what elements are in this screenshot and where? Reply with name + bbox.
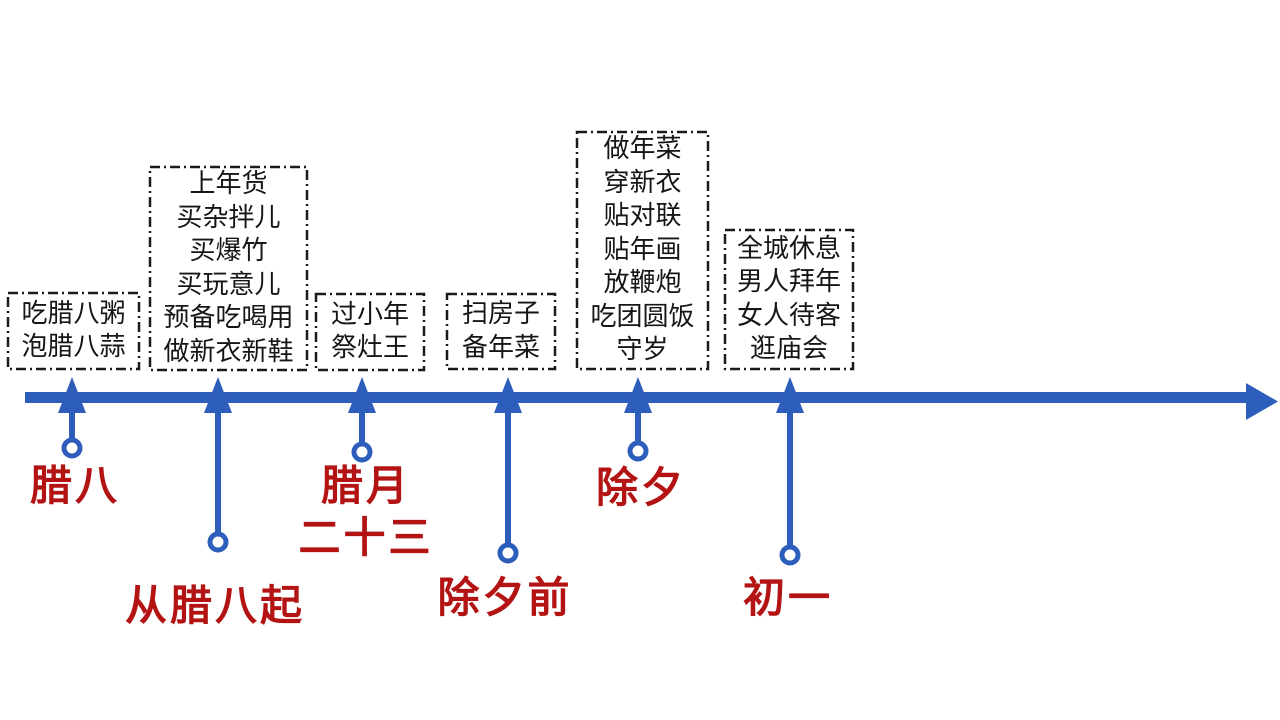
- event-marker-1: [58, 377, 86, 459]
- time-label-5: 除夕: [595, 463, 687, 512]
- marker-circle-icon: [497, 542, 519, 564]
- time-label-3: 腊月 二十三: [298, 461, 434, 562]
- activity-box-5: 做年菜 穿新衣 贴对联 贴年画 放鞭炮 吃团圆饭 守岁: [590, 134, 695, 366]
- activity-box-border-6: [723, 228, 855, 371]
- marker-up-arrow-icon: [204, 377, 232, 413]
- activity-box-1: 吃腊八粥 泡腊八蒜: [21, 298, 126, 363]
- activity-box-border-3: [314, 292, 426, 372]
- activity-box-3: 过小年 祭灶王: [330, 299, 409, 364]
- time-label-1: 腊八: [29, 461, 121, 510]
- marker-up-arrow-icon: [348, 377, 376, 413]
- activity-box-border-1: [6, 291, 141, 371]
- activity-box-4: 扫房子 备年菜: [461, 299, 540, 363]
- marker-circle-icon: [207, 531, 229, 553]
- event-marker-4: [494, 377, 522, 564]
- time-label-4: 除夕前: [437, 573, 573, 622]
- marker-up-arrow-icon: [494, 377, 522, 413]
- event-marker-5: [624, 377, 652, 462]
- activity-box-6: 全城休息 男人拜年 女人待客 逛庙会: [736, 233, 841, 365]
- marker-up-arrow-icon: [58, 377, 86, 413]
- activity-box-border-5: [575, 130, 710, 371]
- event-marker-3: [348, 377, 376, 463]
- activity-box-2: 上年货 买杂拌儿 买爆竹 买玩意儿 预备吃喝用 做新衣新鞋: [163, 169, 294, 367]
- marker-up-arrow-icon: [624, 377, 652, 413]
- timeline-arrowhead-icon: [1246, 383, 1278, 420]
- event-marker-6: [776, 377, 804, 566]
- activity-box-border-4: [445, 292, 557, 371]
- time-label-6: 初一: [742, 573, 834, 622]
- marker-circle-icon: [779, 544, 801, 566]
- marker-circle-icon: [61, 437, 83, 459]
- event-marker-2: [204, 377, 232, 553]
- marker-circle-icon: [627, 440, 649, 462]
- marker-circle-icon: [351, 441, 373, 463]
- marker-up-arrow-icon: [776, 377, 804, 413]
- time-label-2: 从腊八起: [124, 581, 306, 630]
